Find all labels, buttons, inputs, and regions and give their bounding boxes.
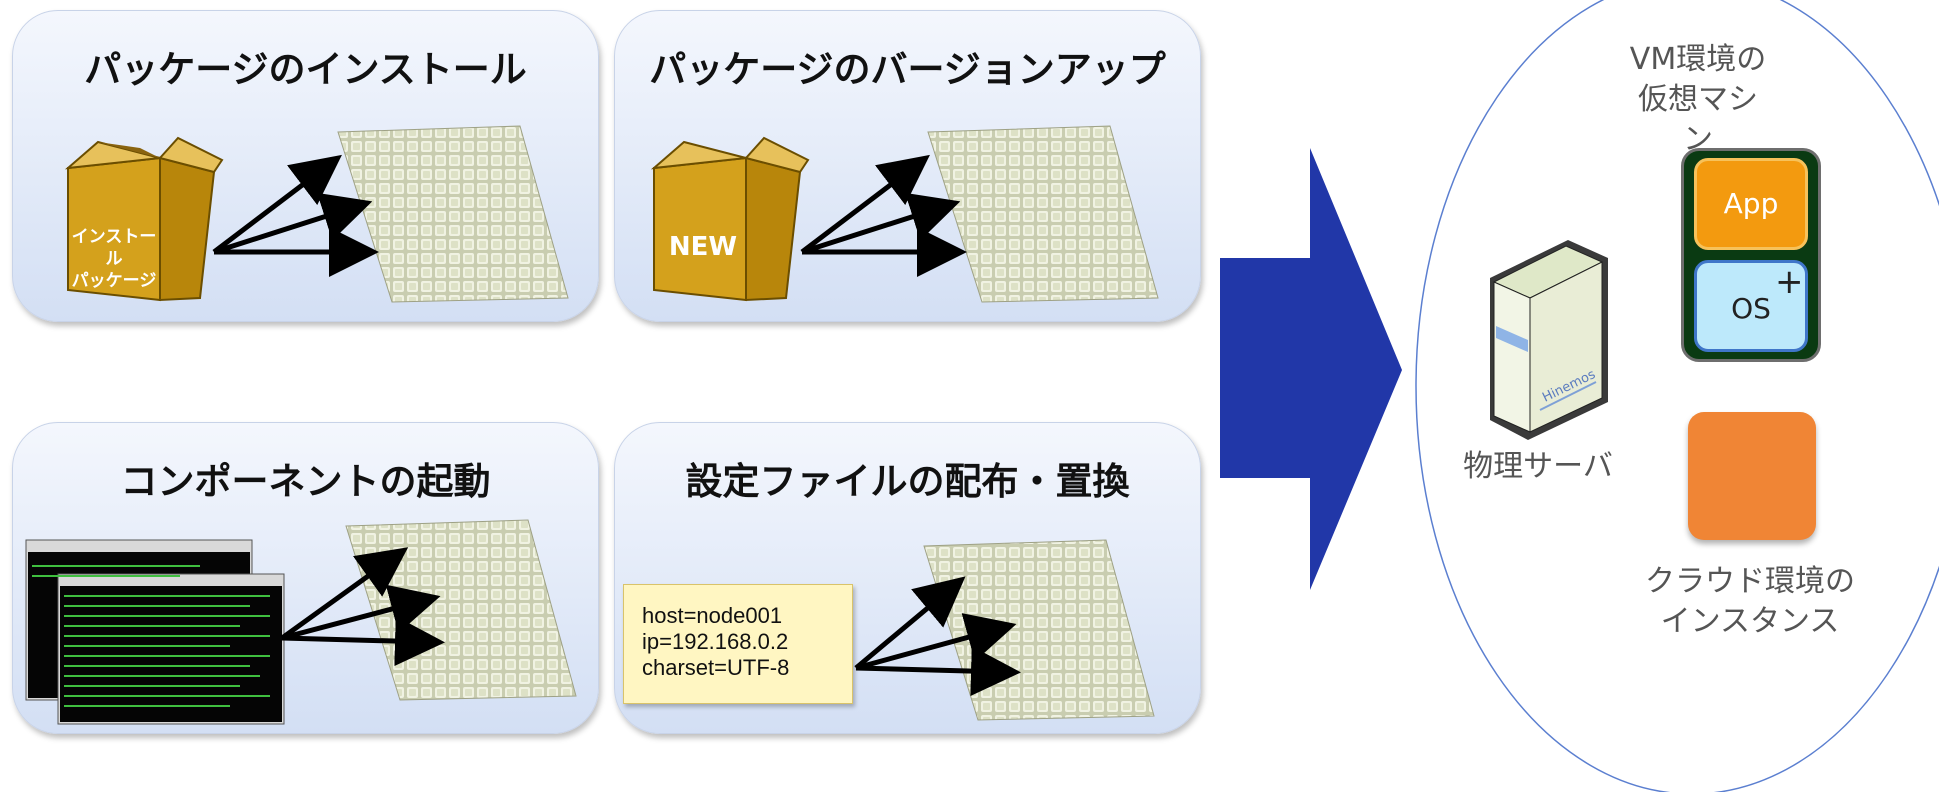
- note-line: host=node001: [642, 603, 783, 628]
- server-grid: [337, 125, 569, 303]
- panel-title: パッケージのインストール: [84, 48, 527, 91]
- cloud-label: クラウド環境の インスタンス: [1645, 564, 1855, 639]
- app-box: App: [1694, 158, 1808, 250]
- package-box-label: インストール パッケージ: [71, 227, 157, 291]
- package-box-icon: [64, 136, 224, 302]
- server-label: 物理サーバ: [1463, 449, 1613, 484]
- console-window-icon: [25, 539, 285, 725]
- config-file-note: host=node001 ip=192.168.0.2 charset=UTF-…: [623, 584, 853, 704]
- plus-icon: +: [1775, 262, 1804, 302]
- target-ellipse: [1415, 0, 1939, 792]
- os-box: OS: [1694, 260, 1808, 352]
- server-grid: [927, 125, 1159, 303]
- panel-title: コンポーネントの起動: [120, 460, 491, 503]
- note-line: ip=192.168.0.2: [642, 629, 789, 654]
- server-grid: [923, 539, 1155, 721]
- package-box-label: NEW: [668, 232, 738, 262]
- cloud-instance-box: [1688, 412, 1816, 540]
- vm-label: VM環境の 仮想マシン: [1629, 42, 1767, 157]
- note-line: charset=UTF-8: [642, 655, 790, 680]
- panel-title: 設定ファイルの配布・置換: [685, 460, 1130, 503]
- physical-server-icon: Hinemos: [1490, 240, 1608, 440]
- package-box-icon: [650, 136, 810, 302]
- panel-title: パッケージのバージョンアップ: [649, 48, 1166, 91]
- deploy-arrows: [212, 154, 1021, 697]
- big-right-arrow-icon: [1220, 148, 1402, 590]
